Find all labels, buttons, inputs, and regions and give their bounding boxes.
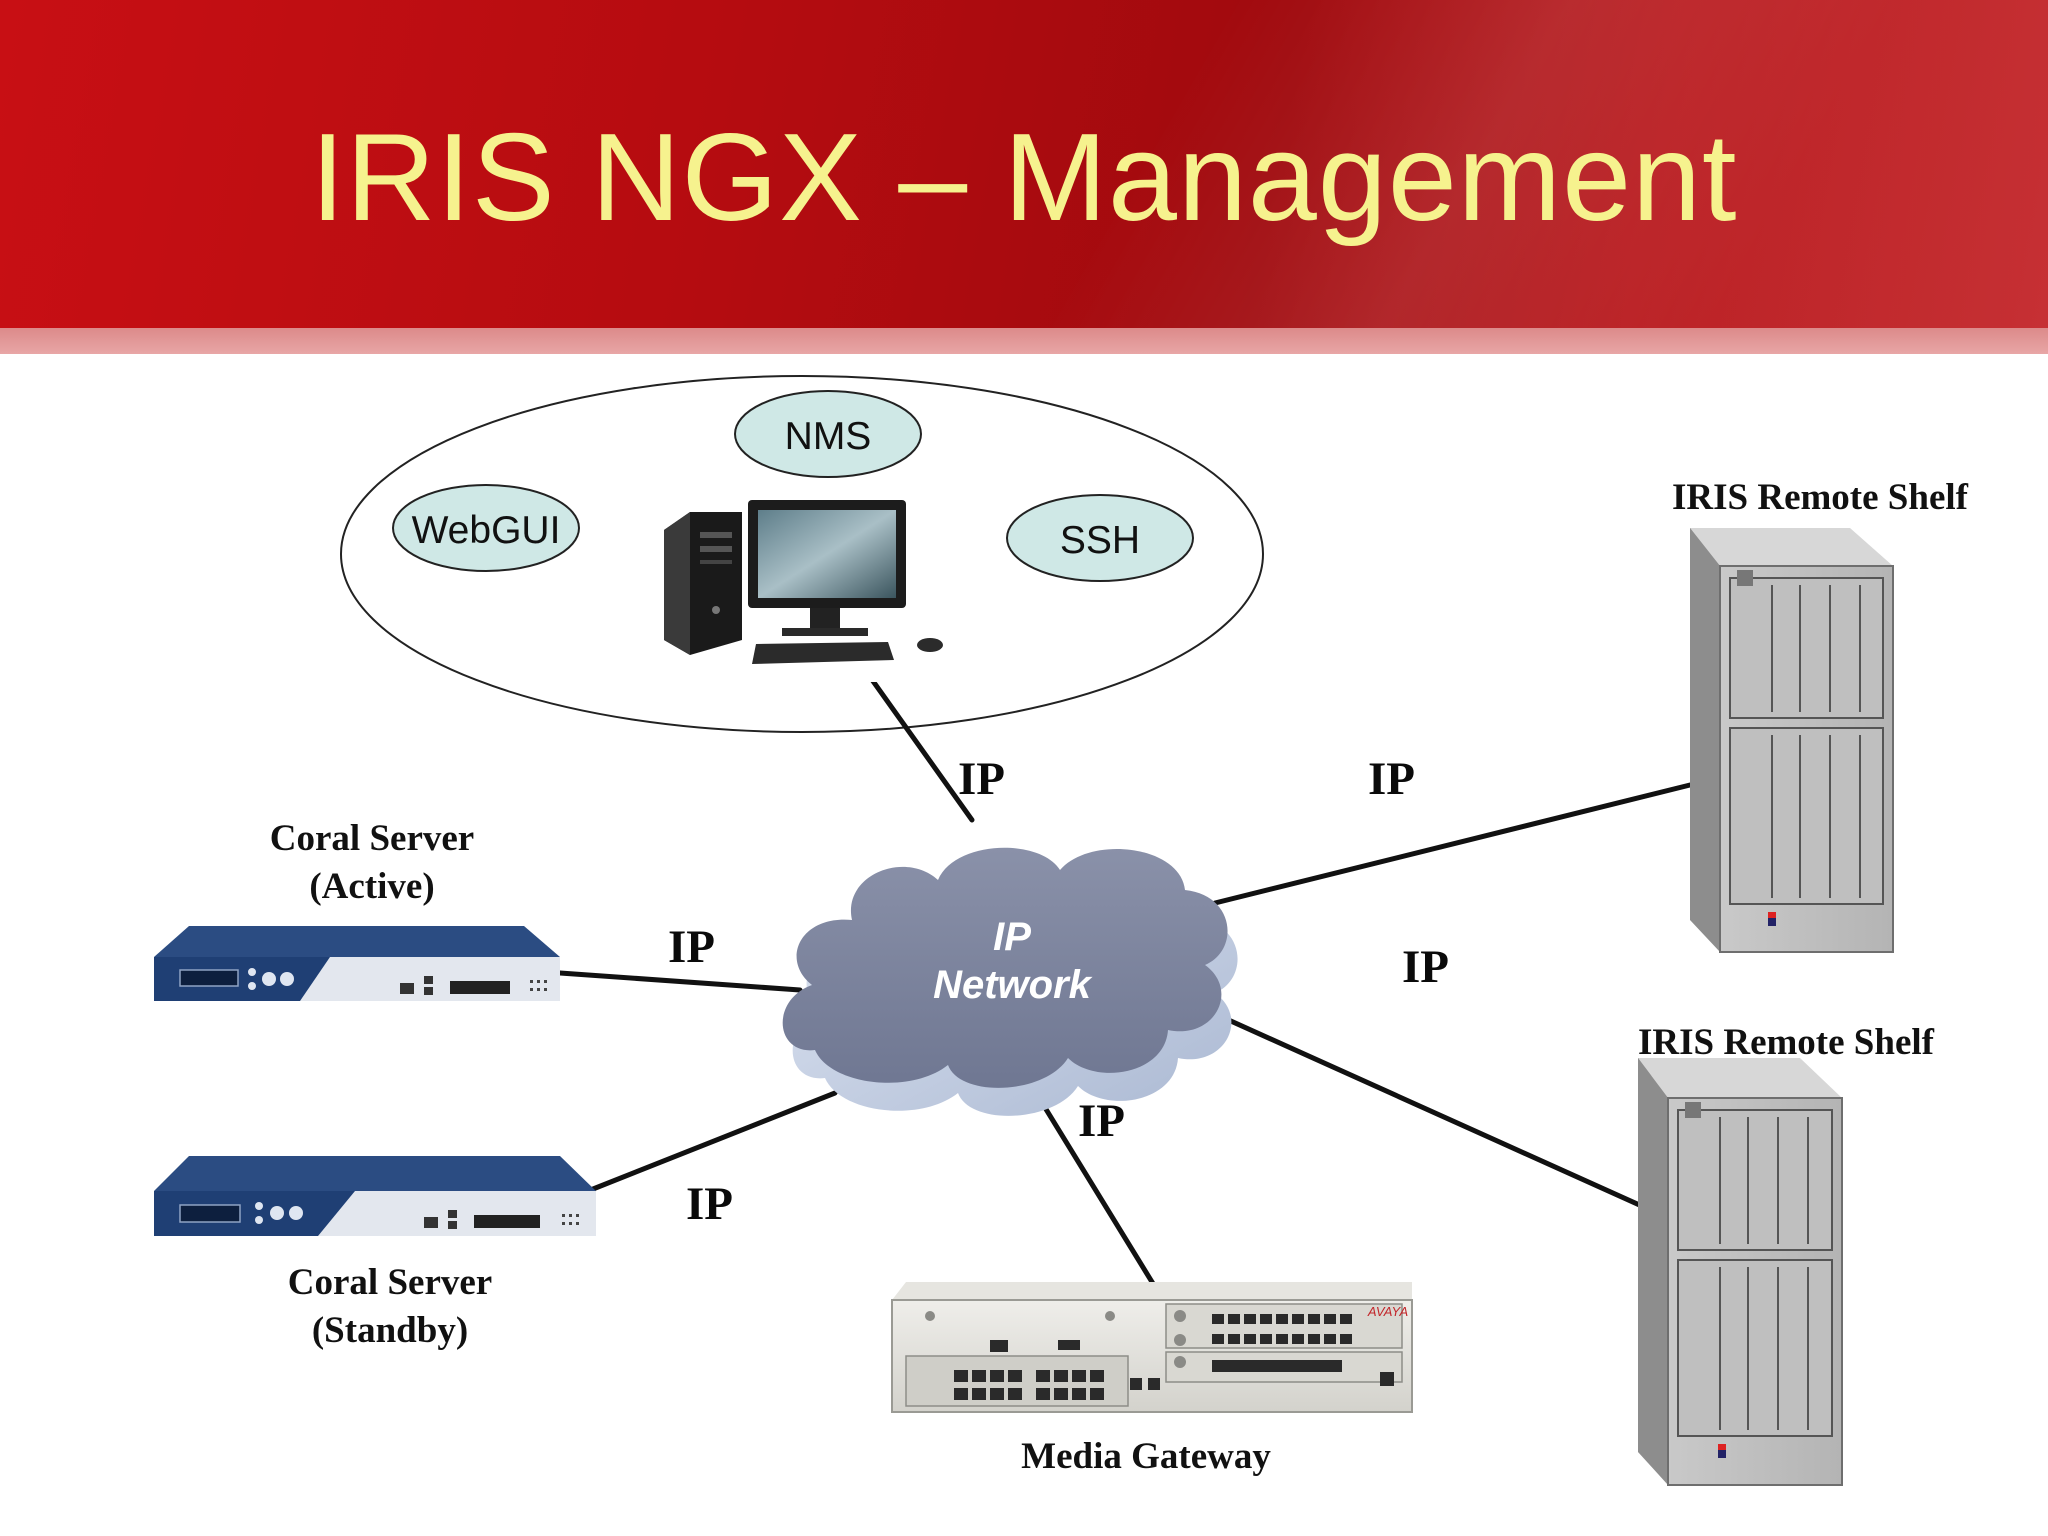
remote-shelf-bottom [1638, 1058, 1843, 1486]
avaya-logo: AVAYA [1367, 1304, 1408, 1319]
media-gateway-label: Media Gateway [1021, 1436, 1271, 1477]
coral-standby-label-line1: Coral Server [287, 1262, 493, 1303]
header-sheen [0, 0, 2048, 338]
ssh-bubble: SSH [1006, 494, 1194, 582]
link-shelf-bottom [1159, 987, 1658, 1215]
ssh-label: SSH [1060, 519, 1140, 562]
nms-label: NMS [785, 415, 872, 458]
nms-bubble: NMS [734, 390, 922, 478]
coral-active-label-line1: Coral Server [269, 818, 475, 859]
slide-title: IRIS NGX – Management [310, 109, 1738, 247]
ip-label-coral-standby: IP [686, 1178, 733, 1230]
slide-header [0, 0, 2048, 338]
ip-label-shelf-bottom: IP [1402, 941, 1449, 993]
media-gateway: AVAYA [891, 1282, 1413, 1413]
link-shelf-top [1212, 782, 1693, 906]
workstation-icon [648, 478, 956, 682]
coral-server-standby [154, 1156, 596, 1236]
cloud-label-line2: Network [933, 963, 1093, 1007]
ip-label-nms: IP [958, 753, 1005, 805]
webgui-bubble: WebGUI [392, 484, 580, 572]
coral-server-active [154, 926, 560, 1001]
ip-network-cloud: IP Network [782, 847, 1238, 1116]
header-strip [0, 328, 2048, 354]
link-coral-standby [585, 1090, 838, 1194]
remote-shelf-bottom-label: IRIS Remote Shelf [1638, 1022, 1934, 1063]
remote-shelf-top-label: IRIS Remote Shelf [1672, 477, 1968, 518]
webgui-label: WebGUI [412, 509, 561, 552]
ip-label-coral-active: IP [668, 921, 715, 973]
cloud-label-line1: IP [993, 915, 1031, 959]
ip-label-shelf-top: IP [1368, 753, 1415, 805]
coral-standby-label-line2: (Standby) [311, 1310, 469, 1351]
ip-label-media-gateway: IP [1078, 1095, 1125, 1147]
connection-lines [557, 629, 1693, 1298]
link-media-gateway [1022, 1072, 1163, 1298]
link-coral-active [557, 970, 803, 993]
coral-active-label-line2: (Active) [309, 866, 435, 907]
remote-shelf-top [1690, 528, 1894, 953]
